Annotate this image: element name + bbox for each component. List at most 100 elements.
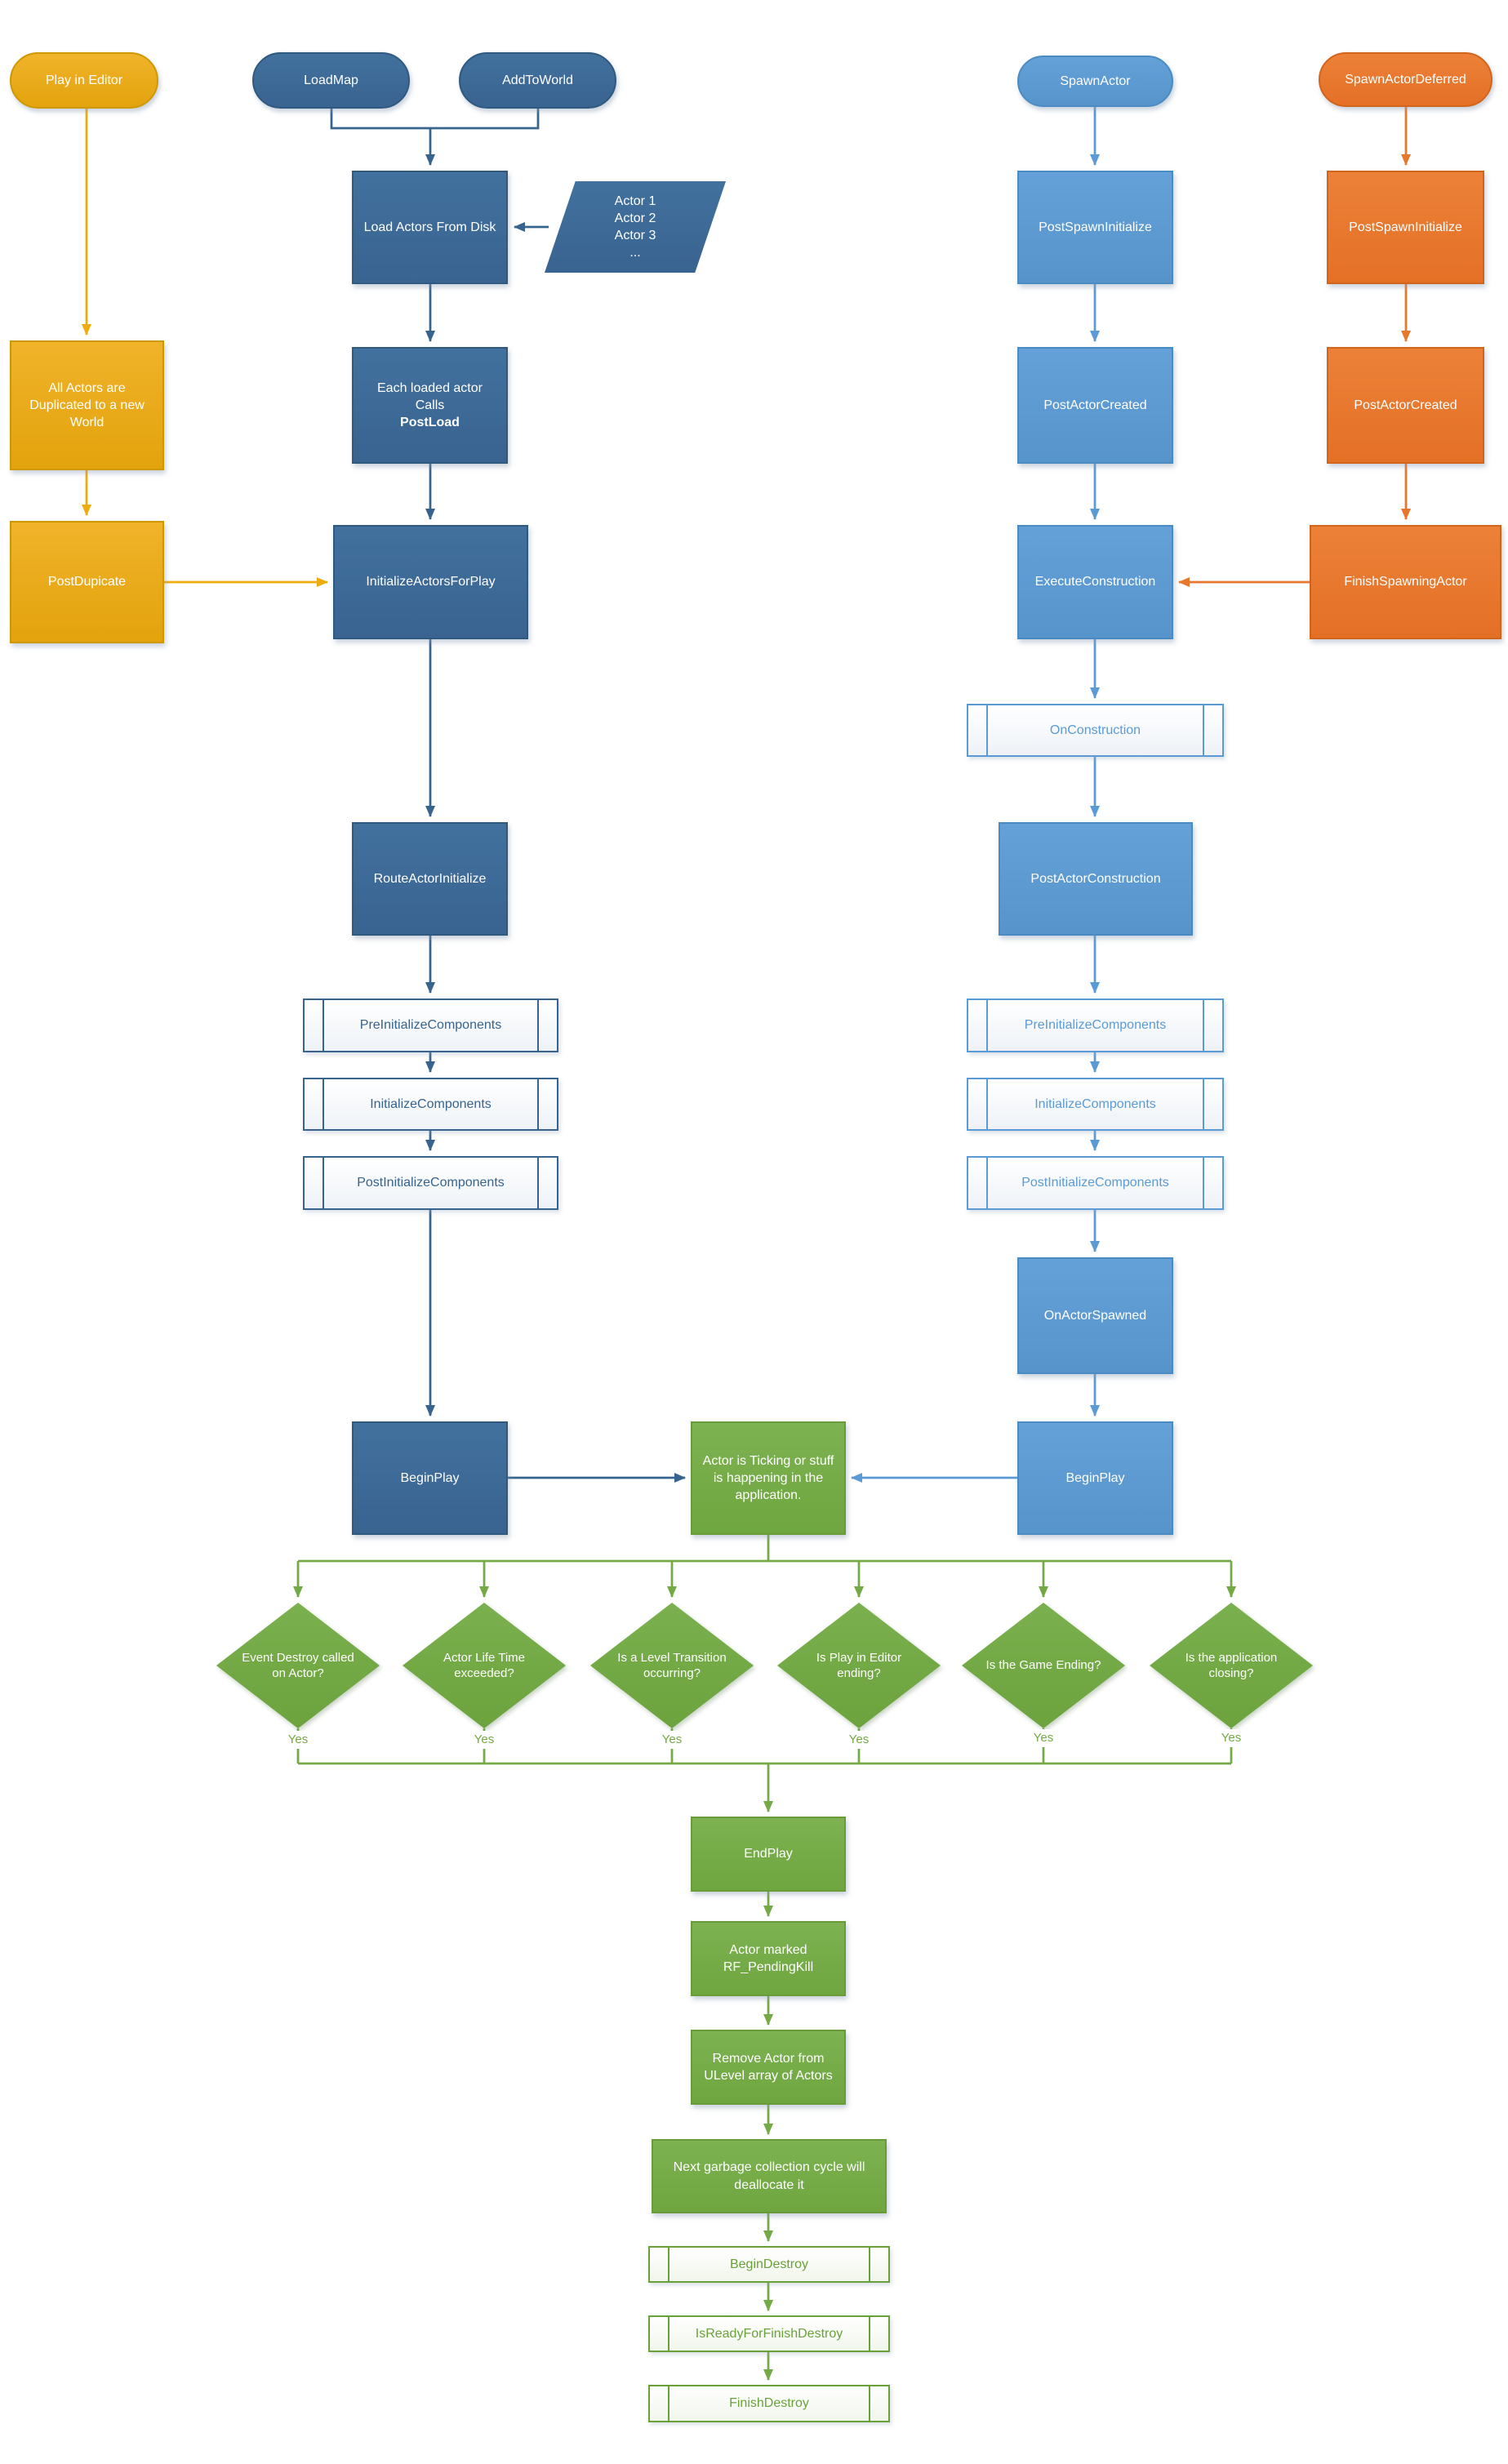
- node-label: All Actors are Duplicated to a new World: [29, 380, 145, 430]
- node-label: LoadMap: [304, 73, 358, 87]
- diamond-shape: Event Destroy called on Actor?: [216, 1603, 380, 1728]
- actor-list-item: Actor 1: [614, 193, 656, 208]
- node-label: InitializeComponents: [370, 1096, 492, 1111]
- node-load-map: LoadMap: [252, 52, 410, 109]
- node-label: Actor Life Time exceeded?: [443, 1650, 526, 1681]
- node-label: BeginDestroy: [729, 2257, 809, 2271]
- node-label: BeginPlay: [1065, 1470, 1125, 1485]
- diamond-shape: Is the application closing?: [1150, 1603, 1313, 1728]
- node-label: PostInitializeComponents: [357, 1176, 505, 1190]
- node-label: InitializeComponents: [1034, 1096, 1156, 1111]
- node-remove-actor-from-ulevel: Remove Actor from ULevel array of Actors: [691, 2030, 846, 2105]
- node-label: PreInitializeComponents: [1024, 1018, 1167, 1033]
- node-label: Is Play in Editor ending?: [816, 1650, 902, 1681]
- node-on-actor-spawned: OnActorSpawned: [1017, 1257, 1173, 1374]
- connectors-gold: [82, 109, 328, 587]
- node-initialize-components-right: InitializeComponents: [967, 1078, 1224, 1131]
- node-label: PostActorConstruction: [1030, 871, 1161, 886]
- node-label: PostInitializeComponents: [1021, 1176, 1169, 1190]
- node-spawn-actor-deferred: SpawnActorDeferred: [1319, 52, 1492, 107]
- diamond-shape: Is the Game Ending?: [962, 1603, 1125, 1728]
- node-initialize-components-left: InitializeComponents: [303, 1078, 558, 1131]
- yes-label: Yes: [1022, 1729, 1065, 1747]
- decision-application-closing: Is the application closing?: [1150, 1603, 1313, 1728]
- node-label: ExecuteConstruction: [1034, 575, 1156, 589]
- connectors-medium-blue: [851, 107, 1100, 1483]
- node-post-actor-created-blue: PostActorCreated: [1017, 347, 1173, 464]
- node-label: FinishDestroy: [729, 2396, 809, 2411]
- node-pre-initialize-components-left: PreInitializeComponents: [303, 998, 558, 1052]
- node-post-spawn-initialize-blue: PostSpawnInitialize: [1017, 171, 1173, 284]
- node-label: OnConstruction: [1049, 723, 1141, 737]
- node-label: IsReadyForFinishDestroy: [695, 2326, 843, 2341]
- node-label: AddToWorld: [502, 73, 573, 87]
- yes-label: Yes: [1210, 1729, 1252, 1747]
- decision-game-ending: Is the Game Ending?: [962, 1603, 1125, 1728]
- connectors-dark-blue: [330, 109, 686, 1483]
- node-next-garbage-collection: Next garbage collection cycle will deall…: [652, 2139, 887, 2213]
- decision-event-destroy: Event Destroy called on Actor?: [216, 1603, 380, 1728]
- node-label: PostDupicate: [47, 575, 127, 589]
- node-label: SpawnActor: [1060, 73, 1131, 88]
- node-begin-play-left: BeginPlay: [352, 1421, 508, 1535]
- node-label: SpawnActorDeferred: [1345, 72, 1466, 87]
- node-label: Is the application closing?: [1185, 1650, 1278, 1681]
- connectors-green: [293, 1535, 1236, 2381]
- yes-label: Yes: [463, 1731, 505, 1749]
- node-label: Is the Game Ending?: [985, 1658, 1101, 1673]
- node-label: Event Destroy called on Actor?: [242, 1650, 354, 1681]
- node-label: BeginPlay: [400, 1470, 460, 1485]
- node-actor-marked-pending-kill: Actor marked RF_PendingKill: [691, 1921, 846, 1996]
- node-label: EndPlay: [744, 1847, 793, 1861]
- node-label: Each loaded actor: [377, 380, 483, 395]
- node-label: PostSpawnInitialize: [1349, 220, 1462, 234]
- node-label-line2: Calls PostLoad: [400, 398, 460, 430]
- node-label: FinishSpawningActor: [1344, 575, 1467, 589]
- node-label: Remove Actor from ULevel array of Actors: [704, 2051, 833, 2083]
- node-play-in-editor: Play in Editor: [10, 52, 158, 109]
- node-label: PostActorCreated: [1043, 398, 1147, 412]
- node-add-to-world: AddToWorld: [459, 52, 616, 109]
- node-label: Next garbage collection cycle will deall…: [673, 2160, 865, 2192]
- node-actor-list: Actor 1 Actor 2 Actor 3 ...: [545, 181, 726, 273]
- node-label: Is a Level Transition occurring?: [617, 1650, 727, 1681]
- node-post-actor-created-orange: PostActorCreated: [1327, 347, 1484, 464]
- node-finish-spawning-actor: FinishSpawningActor: [1310, 525, 1501, 639]
- connectors-orange: [1178, 107, 1411, 587]
- node-spawn-actor: SpawnActor: [1017, 56, 1173, 107]
- node-label: PostSpawnInitialize: [1039, 220, 1152, 234]
- diamond-shape: Actor Life Time exceeded?: [403, 1603, 566, 1728]
- diamond-shape: Is Play in Editor ending?: [777, 1603, 941, 1728]
- node-pre-initialize-components-right: PreInitializeComponents: [967, 998, 1224, 1052]
- node-begin-destroy: BeginDestroy: [648, 2246, 890, 2283]
- diamond-shape: Is a Level Transition occurring?: [590, 1603, 754, 1728]
- node-begin-play-right: BeginPlay: [1017, 1421, 1173, 1535]
- decision-level-transition: Is a Level Transition occurring?: [590, 1603, 754, 1728]
- node-label: OnActorSpawned: [1043, 1308, 1147, 1323]
- node-label: PreInitializeComponents: [359, 1018, 502, 1033]
- node-label: RouteActorInitialize: [373, 871, 487, 886]
- actor-list-item: ...: [629, 246, 641, 260]
- node-label: Actor marked RF_PendingKill: [723, 1942, 814, 1974]
- node-is-ready-for-finish-destroy: IsReadyForFinishDestroy: [648, 2315, 890, 2352]
- node-label: Actor is Ticking or stuff is happening i…: [702, 1453, 834, 1503]
- node-post-initialize-components-left: PostInitializeComponents: [303, 1156, 558, 1210]
- yes-label: Yes: [838, 1731, 880, 1749]
- node-end-play: EndPlay: [691, 1817, 846, 1892]
- node-finish-destroy: FinishDestroy: [648, 2385, 890, 2422]
- node-all-actors-duplicated: All Actors are Duplicated to a new World: [10, 340, 164, 470]
- yes-label: Yes: [651, 1731, 693, 1749]
- node-post-actor-construction: PostActorConstruction: [999, 822, 1193, 936]
- node-label: Load Actors From Disk: [363, 220, 496, 234]
- decision-actor-life-time: Actor Life Time exceeded?: [403, 1603, 566, 1728]
- actor-list-item: Actor 3: [614, 229, 656, 242]
- node-label: Play in Editor: [45, 73, 123, 87]
- node-label: InitializeActorsForPlay: [366, 575, 496, 589]
- node-initialize-actors-for-play: InitializeActorsForPlay: [333, 525, 528, 639]
- yes-label: Yes: [277, 1731, 319, 1749]
- node-post-spawn-initialize-orange: PostSpawnInitialize: [1327, 171, 1484, 284]
- node-post-initialize-components-right: PostInitializeComponents: [967, 1156, 1224, 1210]
- node-load-actors-from-disk: Load Actors From Disk: [352, 171, 508, 284]
